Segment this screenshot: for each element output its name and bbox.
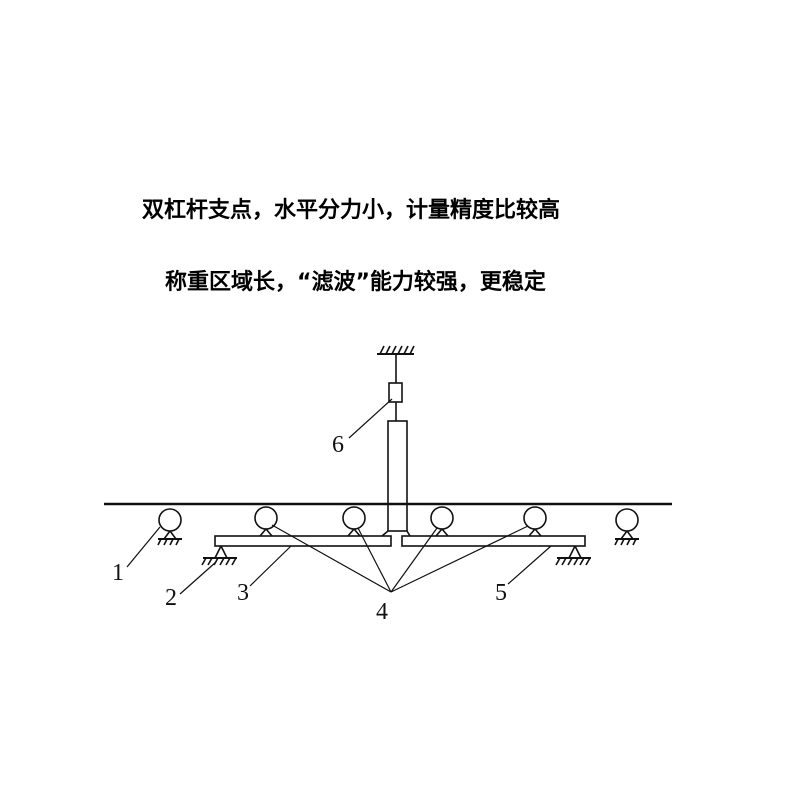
outer-support-right — [614, 508, 639, 546]
label-3: 3 — [237, 580, 249, 606]
roller-1 — [254, 506, 278, 537]
label-5: 5 — [495, 580, 507, 606]
label-4: 4 — [376, 599, 388, 625]
left-fulcrum — [201, 545, 237, 566]
left-lever — [214, 535, 392, 547]
label-2: 2 — [165, 585, 177, 611]
right-lever — [401, 535, 586, 547]
top-fixed-support — [377, 345, 415, 383]
caption-line-2: 称重区域长，“滤波”能力较强，更稳定 — [165, 270, 546, 295]
leader-lines — [126, 398, 552, 595]
roller-4 — [523, 506, 547, 537]
roller-2 — [342, 506, 366, 537]
right-fulcrum — [555, 545, 591, 566]
outer-support-left — [157, 508, 182, 546]
label-1: 1 — [112, 560, 124, 586]
label-6: 6 — [332, 432, 344, 458]
caption-line-1: 双杠杆支点，水平分力小，计量精度比较高 — [142, 198, 561, 223]
vertical-rod — [387, 420, 408, 532]
roller-3 — [430, 506, 454, 537]
